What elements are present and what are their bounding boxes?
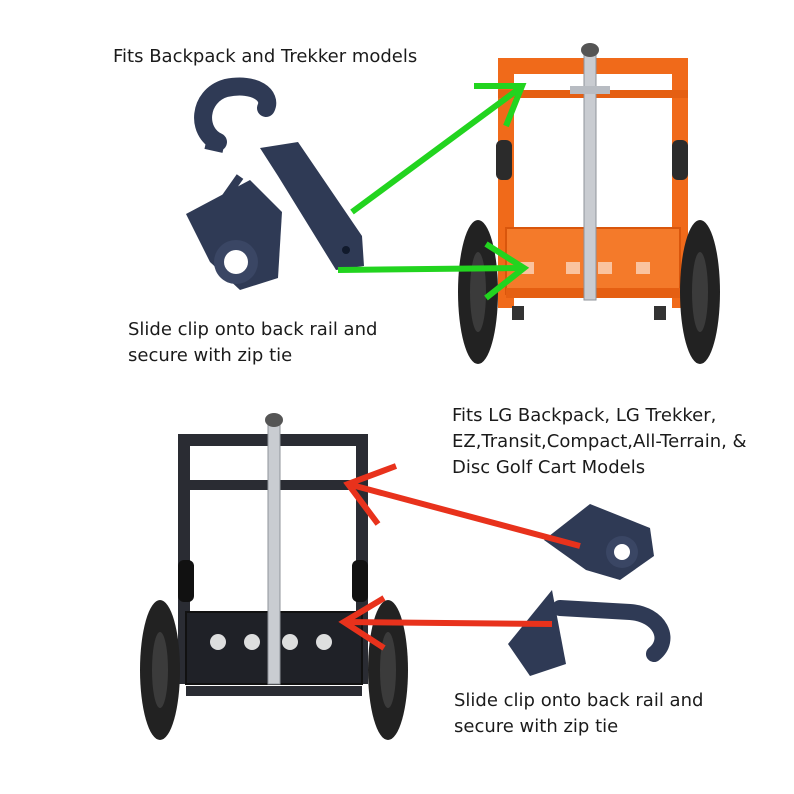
red-arrow-top	[347, 481, 581, 549]
bottom-fits-line-3: Disc Golf Cart Models	[452, 457, 646, 478]
bottom-slide-caption: Slide clip onto back rail and secure wit…	[454, 688, 754, 740]
hook-clip-icon	[194, 77, 364, 270]
bottom-slide-line-2: secure with zip tie	[454, 716, 619, 737]
top-slide-caption: Slide clip onto back rail and secure wit…	[128, 317, 428, 369]
bottom-slide-line-1: Slide clip onto back rail and	[454, 690, 704, 711]
green-arrow-bottom	[337, 265, 523, 273]
bottom-fits-caption: Fits LG Backpack, LG Trekker, EZ,Transit…	[452, 403, 782, 481]
orange-cart-icon	[458, 43, 720, 364]
red-arrowhead-bottom	[338, 595, 386, 651]
black-cart-icon	[140, 413, 408, 740]
rail-clip-icon	[186, 174, 282, 290]
green-arrowhead-top	[474, 83, 527, 128]
bottom-fits-line-2: EZ,Transit,Compact,All-Terrain, &	[452, 431, 747, 452]
red-arrowhead-top	[343, 463, 398, 526]
top-slide-line-1: Slide clip onto back rail and	[128, 319, 378, 340]
rail-clip-icon-bottom	[544, 504, 654, 580]
top-fits-text: Fits Backpack and Trekker models	[113, 46, 418, 67]
top-slide-line-2: secure with zip tie	[128, 345, 293, 366]
red-arrow-bottom	[343, 619, 553, 627]
bottom-fits-line-1: Fits LG Backpack, LG Trekker,	[452, 405, 717, 426]
green-arrow-top	[350, 85, 522, 215]
top-fits-caption: Fits Backpack and Trekker models	[113, 44, 417, 70]
hook-clip-icon-bottom	[508, 590, 671, 676]
green-arrowhead-bottom	[484, 241, 530, 301]
